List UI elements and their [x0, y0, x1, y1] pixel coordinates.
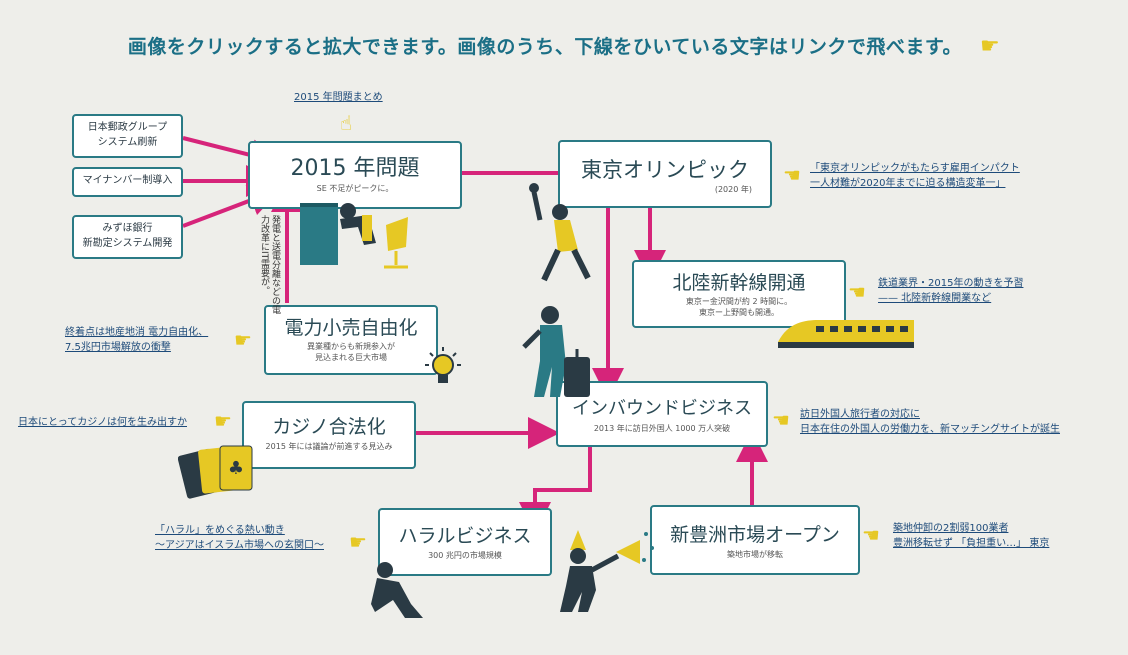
node-title: カジノ合法化 [272, 416, 386, 438]
traveler-illustration [522, 306, 590, 397]
link-inbound-1[interactable]: 訪日外国人旅行者の対応に [800, 409, 920, 420]
shinkansen-train-icon [778, 320, 914, 348]
link-olympic-2[interactable]: 一人材難が2020年までに迫る構造変革一」 [810, 178, 1006, 189]
pointing-hand-icon: ☛ [234, 328, 252, 352]
node-olympic[interactable]: 東京オリンピック (2020 年) [558, 140, 772, 208]
node-inbound[interactable]: インバウンドビジネス 2013 年に訪日外国人 1000 万人突破 [556, 381, 768, 447]
celebration-figure-illustration [560, 530, 654, 612]
pointing-hand-icon: ☛ [349, 530, 367, 554]
pointing-hand-icon: ☚ [783, 163, 801, 187]
node-title: 電力小売自由化 [284, 317, 418, 339]
pointing-hand-icon: ☚ [862, 523, 880, 547]
node-title: 2015 年問題 [290, 156, 420, 181]
torch-runner-illustration [529, 183, 591, 282]
node-halal[interactable]: ハラルビジネス 300 兆円の市場規模 [378, 508, 552, 576]
node-sub: 築地市場が移転 [727, 550, 783, 559]
node-sub: (2020 年) [714, 185, 752, 194]
link-rail-2[interactable]: —— 北陸新幹線開業など [878, 293, 992, 304]
svg-text:♣: ♣ [228, 458, 244, 479]
node-title: 東京オリンピック [581, 158, 749, 182]
pointing-up-hand-icon: ☝ [340, 111, 353, 135]
postal-box[interactable]: 日本郵政グループ システム刷新 [72, 114, 183, 158]
node-casino[interactable]: カジノ合法化 2015 年には議論が前進する見込み [242, 401, 416, 469]
vertical-note: 発電と送電分離などの電力改革にIT需要が。 [259, 215, 280, 314]
pointing-hand-icon: ☛ [214, 409, 232, 433]
arrow-inbound-halal [519, 445, 592, 534]
node-title: インバウンドビジネス [572, 398, 752, 419]
page-title: 画像をクリックすると拡大できます。画像のうち、下線をひいている文字はリンクで飛べ… [127, 34, 1001, 59]
node-sub: 2015 年には議論が前進する見込み [265, 442, 393, 451]
praying-figure-illustration [371, 562, 423, 618]
link-tsukiji-1[interactable]: 築地仲卸の2割弱100業者 [893, 523, 1009, 534]
node-sub: SE 不足がピークに。 [316, 184, 394, 193]
mizuho-box[interactable]: みずほ銀行 新勘定システム開発 [72, 215, 183, 259]
node-sub: 見込まれる巨大市場 [315, 353, 387, 362]
mynumber-box[interactable]: マイナンバー制導入 [72, 167, 183, 197]
light-bulb-icon [425, 347, 461, 383]
link-rail-1[interactable]: 鉄道業界・2015年の動きを予習 [878, 278, 1024, 289]
node-sub: 東京ー上野間も開通。 [699, 308, 779, 317]
node-2015-problem[interactable]: 2015 年問題 SE 不足がピークに。 [248, 141, 462, 209]
playing-cards-icon: ♣ [178, 445, 253, 499]
link-power-2[interactable]: 7.5兆円市場解放の衝撃 [65, 342, 171, 353]
pointing-hand-icon: ☚ [848, 280, 866, 304]
node-title: 北陸新幹線開通 [672, 272, 806, 294]
node-power[interactable]: 電力小売自由化 異業種からも新規参入が 見込まれる巨大市場 [264, 305, 438, 375]
node-sub: 東京ー金沢間が約 2 時間に。 [685, 297, 793, 306]
link-halal-2[interactable]: ～アジアはイスラム市場への玄関口～ [155, 540, 324, 551]
tired-worker-illustration [300, 203, 408, 269]
link-halal-1[interactable]: 「ハラル」をめぐる熱い動き [155, 525, 285, 536]
link-summary-2015[interactable]: 2015 年問題まとめ [294, 92, 383, 103]
node-title: 新豊洲市場オープン [670, 524, 840, 546]
node-hokuriku[interactable]: 北陸新幹線開通 東京ー金沢間が約 2 時間に。 東京ー上野間も開通。 [632, 260, 846, 328]
link-tsukiji-2[interactable]: 豊洲移転せず 「負担重い…」 東京 [893, 538, 1050, 549]
link-casino[interactable]: 日本にとってカジノは何を生み出すか [18, 417, 187, 428]
node-title: ハラルビジネス [398, 525, 532, 547]
pointing-hand-icon: ☛ [979, 34, 1001, 59]
link-olympic-1[interactable]: 「東京オリンピックがもたらす雇用インパクト [810, 163, 1020, 174]
node-toyosu[interactable]: 新豊洲市場オープン 築地市場が移転 [650, 505, 860, 575]
node-sub: 2013 年に訪日外国人 1000 万人突破 [593, 424, 731, 433]
pointing-hand-icon: ☚ [772, 408, 790, 432]
link-inbound-2[interactable]: 日本在住の外国人の労働力を、新マッチングサイトが誕生 [800, 424, 1060, 435]
link-power-1[interactable]: 終着点は地産地消 電力自由化、 [65, 327, 209, 338]
node-sub: 300 兆円の市場規模 [428, 551, 502, 560]
node-sub: 異業種からも新規参入が [307, 342, 395, 351]
